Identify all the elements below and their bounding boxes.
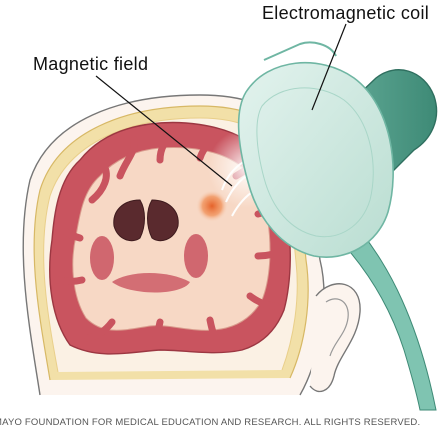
magnetic-field-label: Magnetic field [33, 54, 148, 75]
electromagnetic-coil-label: Electromagnetic coil [262, 3, 429, 24]
copyright-notice: MAYO FOUNDATION FOR MEDICAL EDUCATION AN… [0, 417, 420, 428]
ear [310, 284, 360, 392]
